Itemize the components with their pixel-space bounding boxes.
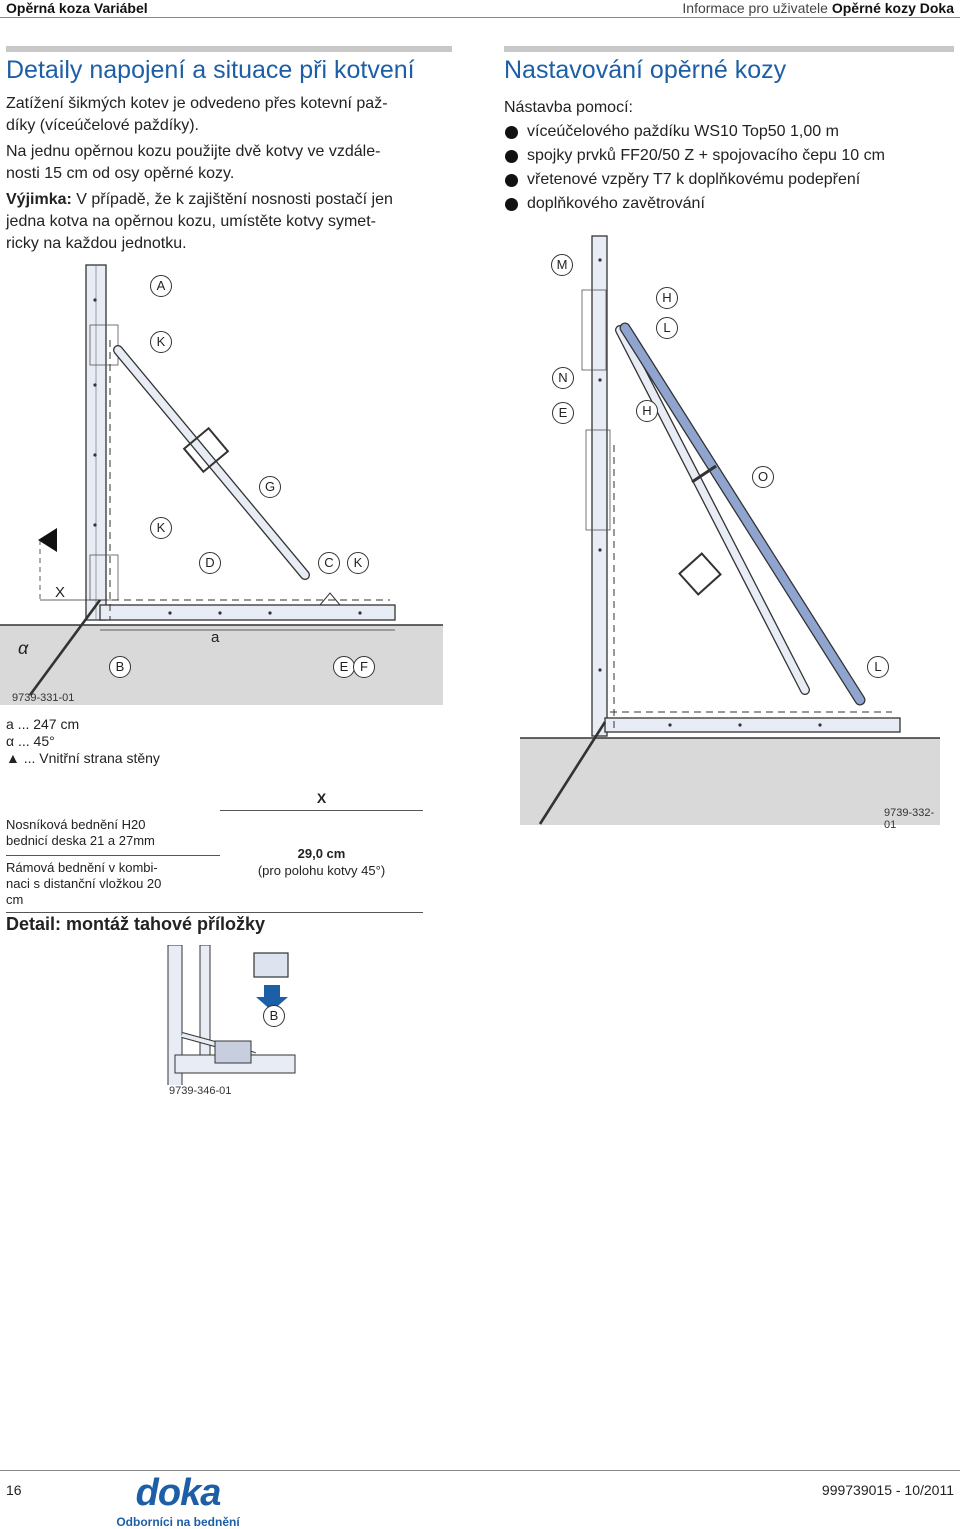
figure-code: 9739-331-01 xyxy=(12,692,75,704)
header-product: Opěrné kozy Doka xyxy=(831,0,954,16)
label-F: F xyxy=(353,656,375,678)
extension-item-4: doplňkového zavětrování xyxy=(504,192,885,216)
extension-item-3: vřetenové vzpěry T7 k doplňkovému podepř… xyxy=(504,168,885,192)
document-number: 999739015 - 10/2011 xyxy=(821,1482,954,1498)
x-table-row2: Rámová bednění v kombi- naci s distanční… xyxy=(6,856,220,913)
section-left-text: Zatížení šikmých kotev je odvedeno přes … xyxy=(6,93,456,255)
para3-line2: jedna kotva na opěrnou kozu, umístěte ko… xyxy=(6,213,376,230)
doka-logo: doka Odborníci na bednění xyxy=(108,1472,248,1529)
section-title-left: Detaily napojení a situace při kotvení xyxy=(6,56,415,84)
extension-intro: Nástavba pomocí: xyxy=(504,99,633,116)
label-B: B xyxy=(109,656,131,678)
label-L: L xyxy=(656,317,678,339)
legend: a ... 247 cm α ... 45° ▲ ... Vnitřní str… xyxy=(6,716,160,767)
extension-list: víceúčelového paždíku WS10 Top50 1,00 m … xyxy=(504,120,885,216)
para2-line2: nosti 15 cm od osy opěrné kozy. xyxy=(6,165,235,182)
x-table-header: X xyxy=(220,788,423,811)
label-N: N xyxy=(552,367,574,389)
header-title: Opěrná koza Variábel xyxy=(6,0,148,16)
label-E: E xyxy=(552,402,574,424)
x-table-value: 29,0 cm (pro polohu kotvy 45°) xyxy=(220,811,423,913)
detail-drawing xyxy=(160,944,296,1100)
logo-wordmark: doka xyxy=(135,1472,222,1514)
detail-figure: B 9739-346-01 xyxy=(160,944,300,1105)
label-K: K xyxy=(150,517,172,539)
legend-a: a ... 247 cm xyxy=(6,716,80,732)
section-title-right: Nastavování opěrné kozy xyxy=(504,56,787,84)
para1-line2: díky (víceúčelové paždíky). xyxy=(6,117,199,134)
detail-title: Detail: montáž tahové příložky xyxy=(6,914,266,934)
para2-line1: Na jednu opěrnou kozu použijte dvě kotvy… xyxy=(6,143,381,160)
label-G: G xyxy=(259,476,281,498)
figure-extension-drawing xyxy=(520,235,940,825)
exception-label: Výjimka: xyxy=(6,191,72,208)
section-bar-right xyxy=(504,46,954,52)
angle-alpha: α xyxy=(18,638,29,658)
section-bar-left xyxy=(6,46,452,52)
extension-item-1: víceúčelového paždíku WS10 Top50 1,00 m xyxy=(504,120,885,144)
logo-tagline: Odborníci na bednění xyxy=(116,1515,240,1529)
dimension-x: X xyxy=(55,584,66,601)
x-table-row1: Nosníková bednění H20 bednicí deska 21 a… xyxy=(6,811,220,856)
header-divider xyxy=(0,17,960,18)
label-L: L xyxy=(867,656,889,678)
dimension-a: a xyxy=(211,629,220,646)
header-prefix: Informace pro uživatele xyxy=(682,0,828,16)
para3-line3: ricky na každou jednotku. xyxy=(6,235,187,252)
detail-label-B: B xyxy=(263,1005,285,1027)
label-E: E xyxy=(333,656,355,678)
label-K: K xyxy=(347,552,369,574)
label-H: H xyxy=(656,287,678,309)
figure-anchoring: A K G K D C K B E F a X α 9739-331-01 xyxy=(0,255,445,705)
label-A: A xyxy=(150,275,172,297)
label-O: O xyxy=(752,466,774,488)
para1-line1: Zatížení šikmých kotev je odvedeno přes … xyxy=(6,95,388,112)
x-table: X Nosníková bednění H20 bednicí deska 21… xyxy=(6,788,423,913)
figure-anchoring-drawing xyxy=(0,264,443,705)
page-number: 16 xyxy=(6,1482,22,1498)
legend-triangle: ▲ ... Vnitřní strana stěny xyxy=(6,750,160,766)
legend-alpha: α ... 45° xyxy=(6,733,55,749)
figure-code-right: 9739-332-01 xyxy=(884,807,935,831)
label-K: K xyxy=(150,331,172,353)
para3-line1: Výjimka: V případě, že k zajištění nosno… xyxy=(6,191,393,208)
header-subtitle: Informace pro uživatele Opěrné kozy Doka xyxy=(682,0,954,16)
label-M: M xyxy=(551,254,573,276)
footer-divider xyxy=(0,1470,960,1471)
label-C: C xyxy=(318,552,340,574)
label-H: H xyxy=(636,400,658,422)
extension-item-2: spojky prvků FF20/50 Z + spojovacího čep… xyxy=(504,144,885,168)
label-D: D xyxy=(199,552,221,574)
detail-code: 9739-346-01 xyxy=(167,1085,234,1097)
figure-extension: M H L N E H O L 9739-332-01 xyxy=(520,230,940,831)
